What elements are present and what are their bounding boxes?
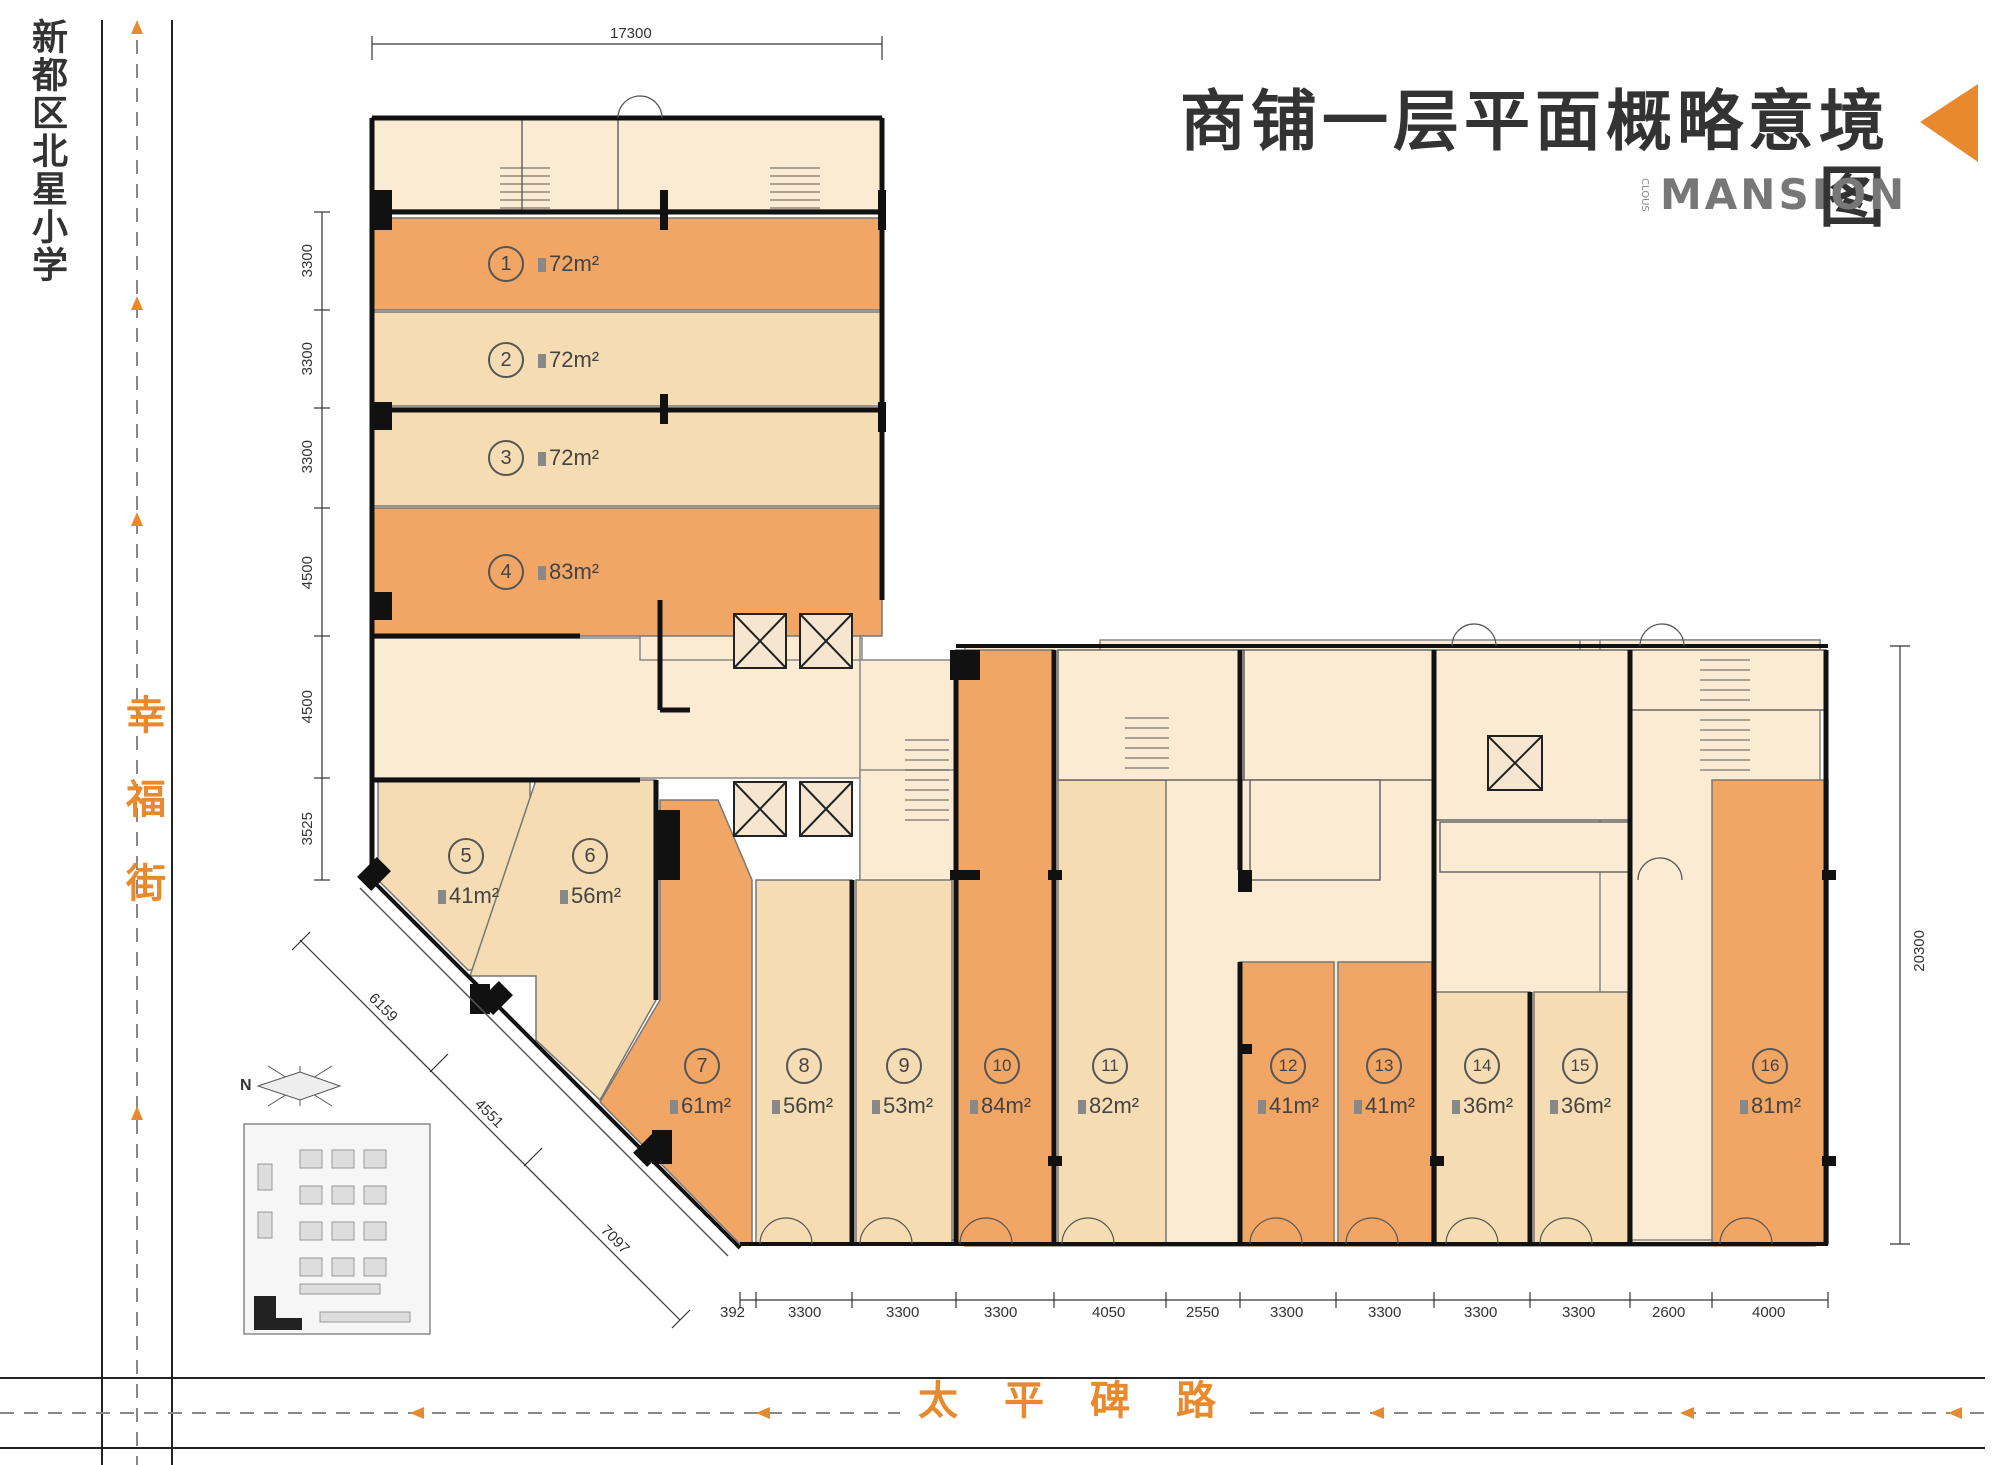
- shop-number-6: 6: [572, 838, 608, 874]
- shop-area-1: 72m²: [538, 252, 599, 276]
- dimension-bottom-10: 3300: [1562, 1304, 1596, 1321]
- dimension-bottom-7: 3300: [1270, 1304, 1304, 1321]
- north-compass-icon: [256, 1065, 342, 1107]
- shop-4: [371, 507, 883, 637]
- shop-number-16: 16: [1752, 1048, 1788, 1084]
- shop-area-12: 41m²: [1258, 1094, 1319, 1118]
- brand-small-text: CLOUS: [1639, 178, 1650, 212]
- north-label: N: [240, 1077, 252, 1094]
- shop-polygons: [371, 217, 1829, 1245]
- street-taipingbei-lines: [0, 1377, 1985, 1449]
- shop-15: [1533, 991, 1629, 1245]
- shop-3: [371, 407, 883, 507]
- dimension-bottom-6: 2550: [1186, 1304, 1220, 1321]
- shop-area-14: 36m²: [1452, 1094, 1513, 1118]
- shop-number-12: 12: [1270, 1048, 1306, 1084]
- shop-number-11: 11: [1092, 1048, 1128, 1084]
- shop-number-10: 10: [984, 1048, 1020, 1084]
- shop-12: [1239, 961, 1335, 1245]
- shop-area-6: 56m²: [560, 884, 621, 908]
- shop-number-4: 4: [488, 554, 524, 590]
- street-label-bottom: 太平碑路: [918, 1378, 1262, 1424]
- brand-logo-text: MANSION: [1660, 170, 1908, 219]
- door-swings: [617, 95, 1773, 1245]
- elevator-icons: [733, 613, 1543, 837]
- stair-icons: [500, 167, 1750, 821]
- shop-number-14: 14: [1464, 1048, 1500, 1084]
- dimension-top: 17300: [610, 25, 652, 42]
- interior-rooms: [371, 117, 1827, 881]
- shop-13: [1337, 961, 1433, 1245]
- shop-area-3: 72m²: [538, 446, 599, 470]
- shop-number-1: 1: [488, 246, 524, 282]
- shop-number-5: 5: [448, 838, 484, 874]
- shop-number-15: 15: [1562, 1048, 1598, 1084]
- shop-11: [1057, 779, 1167, 1245]
- dimension-bottom-8: 3300: [1368, 1304, 1402, 1321]
- shop-number-2: 2: [488, 342, 524, 378]
- shop-area-11: 82m²: [1078, 1094, 1139, 1118]
- diagonal-facade: [359, 878, 742, 1257]
- dimension-left-5: 4500: [299, 690, 316, 724]
- shop-area-7: 61m²: [670, 1094, 731, 1118]
- dimension-bottom-1: 392: [720, 1304, 746, 1321]
- dimension-bottom-5: 4050: [1092, 1304, 1126, 1321]
- shop-area-16: 81m²: [1740, 1094, 1801, 1118]
- dimension-right: 20300: [1911, 930, 1928, 972]
- shop-area-4: 83m²: [538, 560, 599, 584]
- dimension-left-6: 3525: [299, 812, 316, 846]
- shop-number-9: 9: [886, 1048, 922, 1084]
- shop-area-2: 72m²: [538, 348, 599, 372]
- dimension-bottom-12: 4000: [1752, 1304, 1786, 1321]
- street-xingfu-lines: [101, 20, 173, 1465]
- shop-10: [955, 649, 1055, 1245]
- title-arrow-icon: [1920, 84, 1978, 162]
- street-label-left: 幸福街: [119, 694, 165, 946]
- shop-area-10: 84m²: [970, 1094, 1031, 1118]
- shop-2: [371, 311, 883, 407]
- shop-14: [1435, 991, 1531, 1245]
- dimension-bottom-9: 3300: [1464, 1304, 1498, 1321]
- dimension-bottom-3: 3300: [886, 1304, 920, 1321]
- shop-area-9: 53m²: [872, 1094, 933, 1118]
- shop-number-7: 7: [684, 1048, 720, 1084]
- page-title: 商铺一层平面概略意境图: [1180, 83, 1890, 236]
- shop-number-3: 3: [488, 440, 524, 476]
- dimension-left-1: 3300: [299, 244, 316, 278]
- dimension-left-2: 3300: [299, 342, 316, 376]
- dimension-left-4: 4500: [299, 556, 316, 590]
- dimension-bottom-11: 2600: [1652, 1304, 1686, 1321]
- shop-16: [1711, 779, 1829, 1245]
- shop-1: [371, 217, 883, 311]
- shop-area-15: 36m²: [1550, 1094, 1611, 1118]
- school-label: 新都区北星小学: [26, 18, 67, 284]
- shop-area-13: 41m²: [1354, 1094, 1415, 1118]
- shop-number-8: 8: [786, 1048, 822, 1084]
- site-key-map: [243, 1123, 431, 1335]
- shop-area-5: 41m²: [438, 884, 499, 908]
- dimension-bottom-2: 3300: [788, 1304, 822, 1321]
- dimension-lines: [291, 36, 1910, 1329]
- diagonal-facade-columns: [357, 857, 667, 1167]
- dimension-bottom-4: 3300: [984, 1304, 1018, 1321]
- shop-area-8: 56m²: [772, 1094, 833, 1118]
- dimension-left-3: 3300: [299, 440, 316, 474]
- shop-number-13: 13: [1366, 1048, 1402, 1084]
